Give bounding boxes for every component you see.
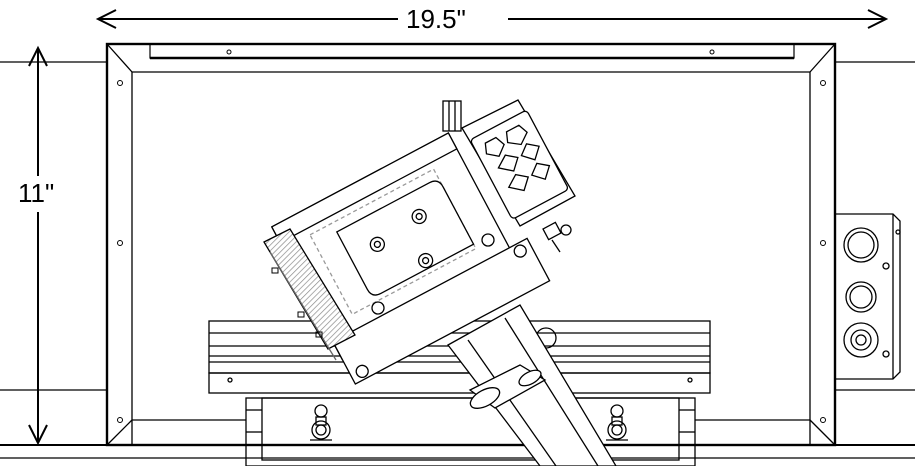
base-block [245, 397, 696, 466]
guard-fasteners [271, 267, 323, 338]
bracket-bolts [371, 221, 572, 315]
support-arm [447, 304, 617, 466]
blade-guard [263, 228, 356, 361]
height-dimension-label: 11" [18, 176, 55, 210]
wing-nut-left [310, 404, 332, 441]
frame-screws [117, 49, 826, 423]
width-dimension-label: 19.5" [398, 4, 474, 34]
electrical-box [835, 213, 901, 380]
wing-nut-right [606, 404, 628, 441]
perforated-bracket [442, 99, 576, 227]
height-dimension-arrow [28, 45, 48, 446]
width-dimension-arrow [95, 9, 889, 29]
slide-rail [208, 320, 711, 394]
top-rail [149, 43, 795, 60]
